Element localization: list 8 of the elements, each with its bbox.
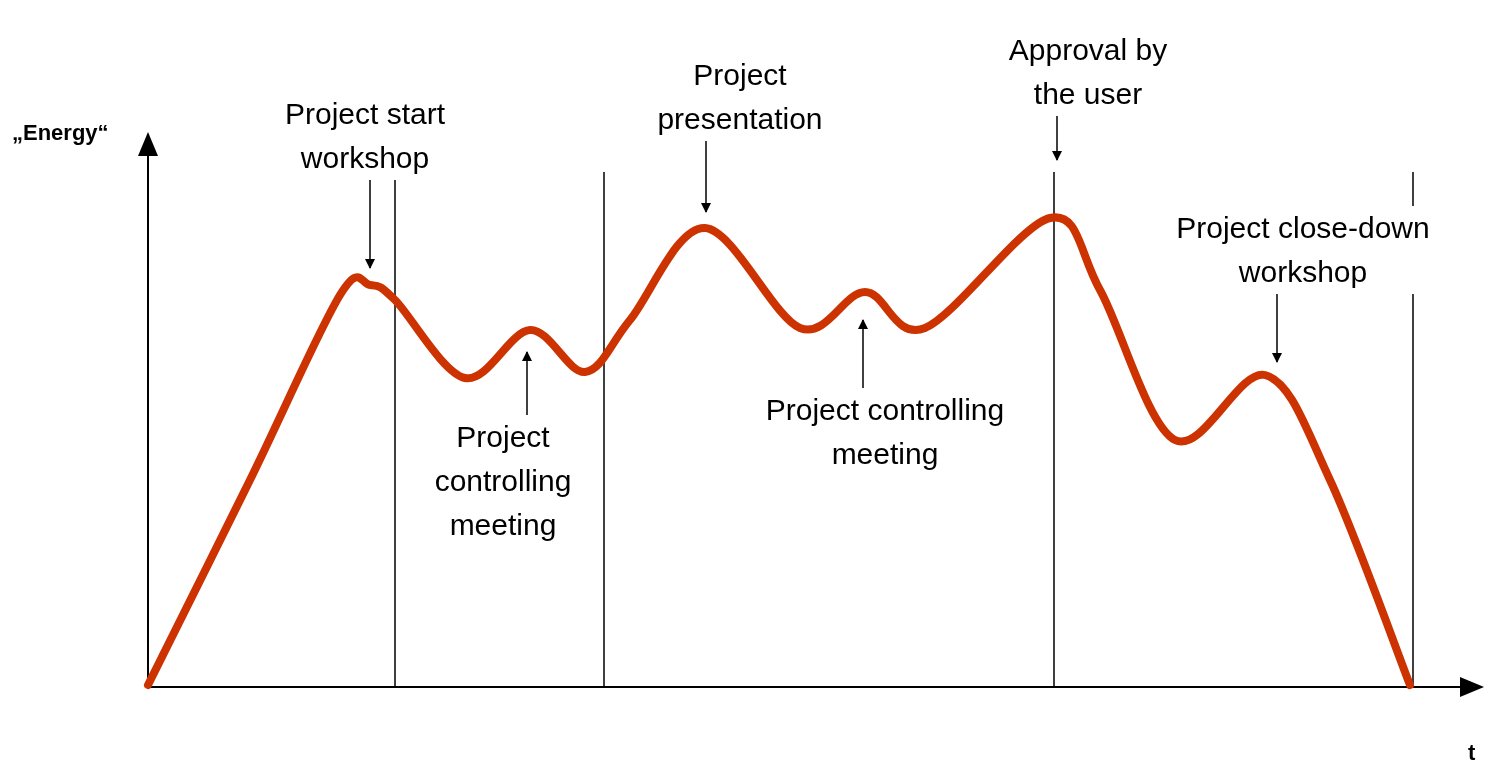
- leader-arrow: [522, 351, 532, 416]
- leader-arrow: [701, 140, 711, 213]
- leader-arrow: [365, 179, 375, 269]
- x-axis-label: t: [1468, 740, 1476, 766]
- y-axis-label: „Energy“: [12, 120, 109, 146]
- leader-arrow: [858, 319, 868, 389]
- leader-arrow: [1052, 115, 1062, 161]
- leader-arrow: [1272, 293, 1282, 363]
